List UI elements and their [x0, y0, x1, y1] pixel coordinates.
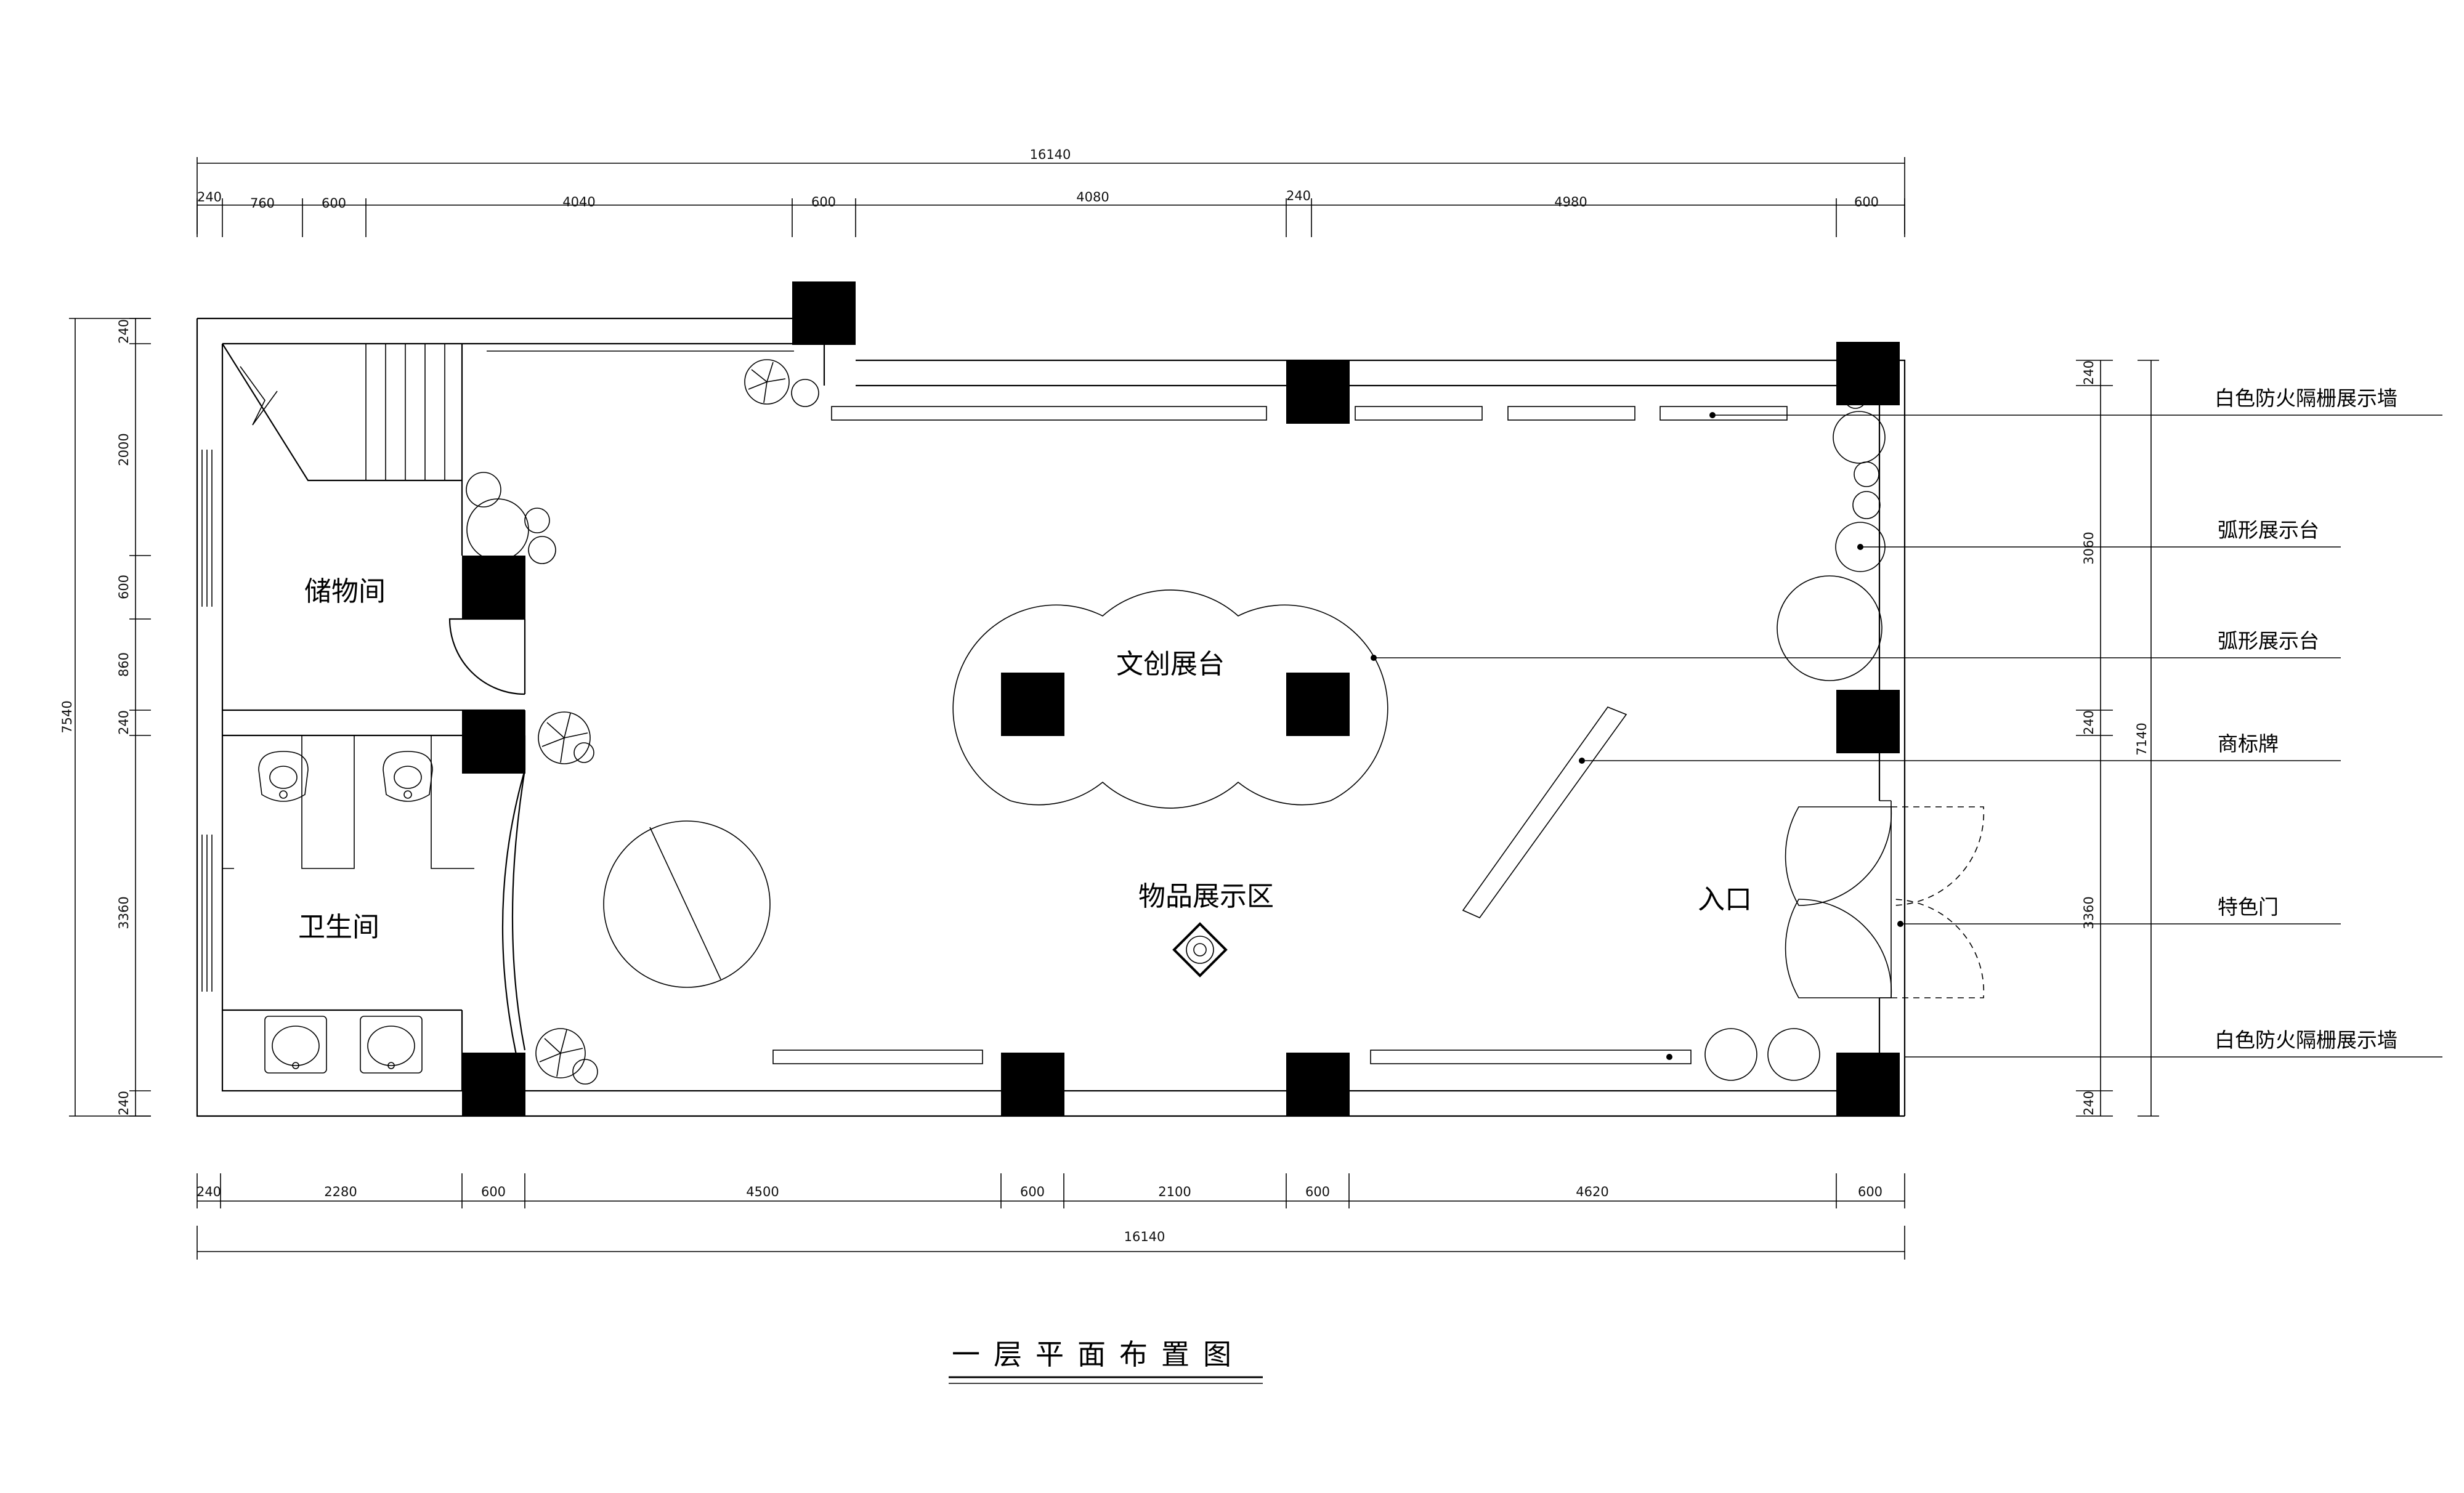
dim-bottom-8: 600	[1858, 1184, 1882, 1199]
dim-top-6: 240	[1286, 188, 1311, 203]
dim-top-3: 4040	[562, 195, 595, 209]
dim-left-total: 7540	[60, 700, 75, 733]
bottom-dimensions: 240 2280 600 4500 600 2100 600 4620 600 …	[197, 1173, 1905, 1260]
arc-display-table	[1777, 575, 1882, 681]
dim-top-0: 240	[197, 190, 222, 204]
urinal-fixture	[383, 751, 433, 802]
annotation-label: 特色门	[2218, 895, 2279, 919]
dim-bottom-3: 4500	[746, 1184, 779, 1199]
room-label-creative-stand: 文创展台	[1116, 649, 1225, 680]
left-dimensions: 7540 240 2000 600 860 240 3360 240	[60, 318, 151, 1117]
annotation-label: 弧形展示台	[2218, 629, 2319, 653]
dim-bottom-7: 4620	[1576, 1184, 1608, 1199]
column	[462, 710, 525, 774]
center-marker	[1172, 922, 1228, 977]
dim-top-1: 760	[250, 196, 275, 211]
round-display-stools	[466, 386, 1886, 1081]
dim-bottom-1: 2280	[324, 1184, 357, 1199]
column	[462, 1053, 525, 1116]
brand-sign	[1462, 706, 1627, 918]
dim-bottom-4: 600	[1020, 1184, 1045, 1199]
room-label-entrance: 入口	[1698, 884, 1752, 915]
feature-door	[1785, 806, 1985, 998]
dim-right-0: 240	[2081, 360, 2096, 385]
dim-bottom-total: 16140	[1124, 1229, 1165, 1244]
dim-top-total: 16140	[1030, 147, 1071, 162]
dim-right-total: 7140	[2134, 722, 2149, 755]
annotation-label: 白色防火隔栅展示墙	[2215, 1028, 2397, 1052]
dim-bottom-0: 240	[197, 1184, 221, 1199]
dim-left-4: 240	[116, 710, 131, 735]
dim-bottom-5: 2100	[1158, 1184, 1191, 1199]
annotation-label: 商标牌	[2218, 732, 2279, 756]
annotation-label: 白色防火隔栅展示墙	[2215, 386, 2397, 410]
dim-left-5: 3360	[116, 896, 131, 929]
annotation-label: 弧形展示台	[2218, 518, 2319, 542]
plant-decoration	[744, 359, 819, 407]
column	[1836, 342, 1900, 405]
column	[792, 281, 856, 345]
column	[1836, 1053, 1900, 1116]
dim-top-7: 4980	[1554, 195, 1587, 209]
plant-decoration	[535, 1028, 598, 1085]
dim-top-8: 600	[1854, 195, 1879, 209]
structural-columns	[462, 281, 1900, 1116]
staircase	[222, 343, 463, 556]
room-label-display-area: 物品展示区	[1138, 881, 1274, 912]
sink-fixture	[264, 1016, 327, 1074]
dim-right-4: 240	[2081, 1091, 2096, 1115]
dim-left-3: 860	[116, 652, 131, 677]
sink-fixture	[360, 1016, 423, 1074]
round-table	[603, 820, 771, 988]
column	[1836, 690, 1900, 753]
dim-top-4: 600	[811, 195, 836, 209]
dim-right-1: 3060	[2081, 532, 2096, 564]
dim-bottom-6: 600	[1305, 1184, 1330, 1199]
column	[1001, 1053, 1064, 1116]
room-label-toilet: 卫生间	[298, 912, 379, 943]
top-dimensions: 16140 240 760 600 4040 600 4080 240 4980…	[197, 147, 1905, 237]
column	[462, 556, 525, 619]
drawing-title: 一层平面布置图	[952, 1338, 1245, 1371]
dim-top-2: 600	[322, 196, 346, 211]
column	[1286, 673, 1350, 736]
dim-right-2: 240	[2081, 710, 2096, 735]
room-label-storage: 储物间	[304, 576, 386, 607]
dim-bottom-2: 600	[481, 1184, 506, 1199]
display-shelves	[772, 406, 1788, 1064]
plant-decoration	[538, 711, 594, 764]
column	[1001, 673, 1064, 736]
dim-left-2: 600	[116, 575, 131, 599]
dim-left-1: 2000	[116, 433, 131, 466]
annotation-leaders	[1374, 415, 2442, 1058]
urinal-fixture	[258, 751, 309, 802]
right-dimensions: 7140 240 3060 240 3360 240	[2076, 360, 2159, 1117]
interior-partitions	[222, 618, 526, 1091]
dim-left-0: 240	[116, 319, 131, 344]
dim-top-5: 4080	[1076, 190, 1109, 204]
column	[1286, 360, 1350, 424]
column	[1286, 1053, 1350, 1116]
dim-left-6: 240	[116, 1091, 131, 1115]
